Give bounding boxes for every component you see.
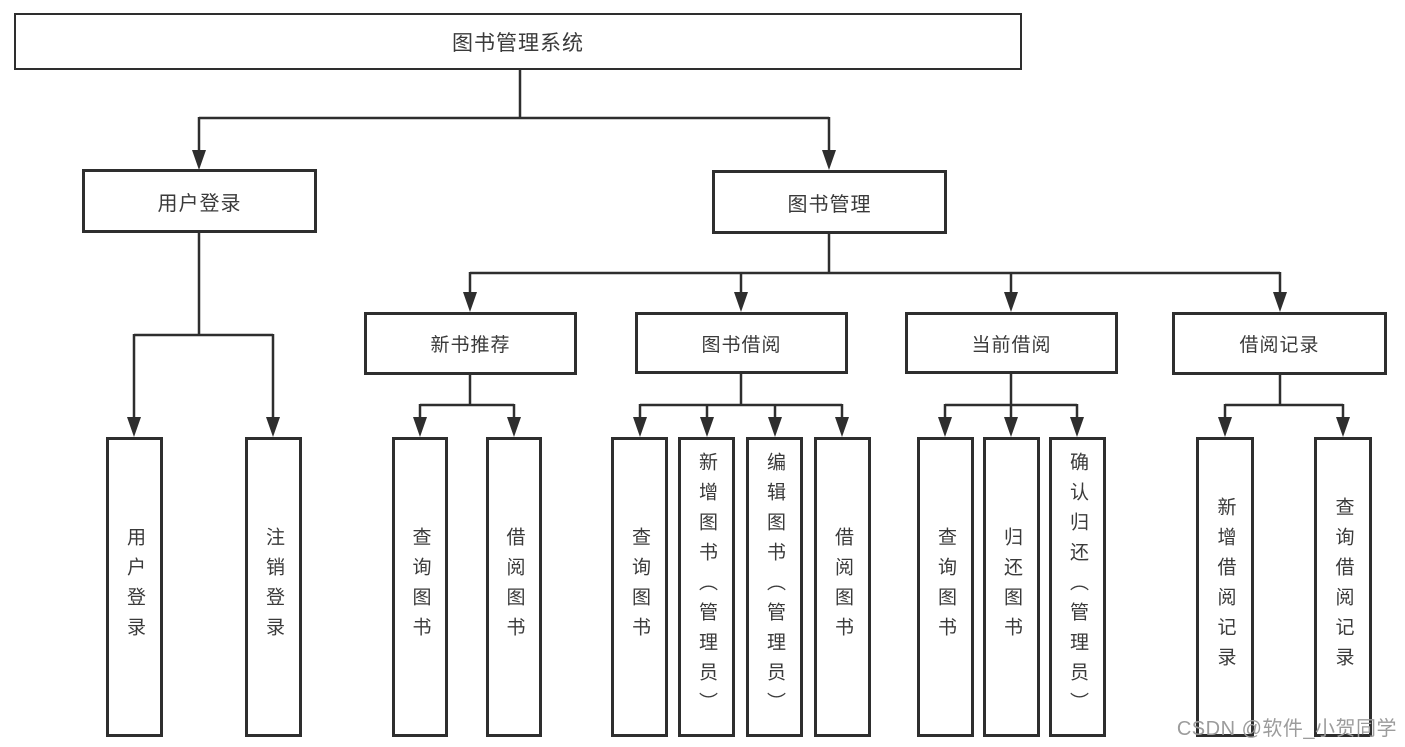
node-root: 图书管理系统 <box>14 13 1022 70</box>
node-root-label: 图书管理系统 <box>452 31 584 55</box>
leaf-confirm-return-admin-label: 确认归还（管理员） <box>1067 452 1088 722</box>
leaf-query-borrow-record-label: 查询借阅记录 <box>1332 497 1354 677</box>
leaf-add-book-admin: 新增图书（管理员） <box>678 437 735 737</box>
leaf-return-book-label: 归还图书 <box>1001 527 1022 647</box>
node-borrow-records: 借阅记录 <box>1172 312 1387 375</box>
leaf-query-books-recommend-label: 查询图书 <box>409 527 431 647</box>
leaf-logout-label: 注销登录 <box>263 527 284 647</box>
leaf-query-books-current: 查询图书 <box>917 437 974 737</box>
leaf-add-book-admin-label: 新增图书（管理员） <box>696 452 717 722</box>
node-book-borrow-label: 图书借阅 <box>701 334 782 356</box>
leaf-user-login: 用户登录 <box>106 437 163 737</box>
node-book-management: 图书管理 <box>712 170 947 234</box>
leaf-query-books-borrow-label: 查询图书 <box>629 527 650 647</box>
leaf-borrow-books-recommend-label: 借阅图书 <box>503 527 525 647</box>
leaf-query-borrow-record: 查询借阅记录 <box>1314 437 1372 737</box>
node-new-book-recommend: 新书推荐 <box>364 312 577 375</box>
node-current-borrow: 当前借阅 <box>905 312 1118 374</box>
leaf-edit-book-admin-label: 编辑图书（管理员） <box>764 452 785 722</box>
node-borrow-records-label: 借阅记录 <box>1239 335 1320 356</box>
leaf-query-books-borrow: 查询图书 <box>611 437 668 737</box>
leaf-add-borrow-record-label: 新增借阅记录 <box>1214 497 1236 677</box>
leaf-query-books-recommend: 查询图书 <box>392 437 448 737</box>
leaf-query-books-current-label: 查询图书 <box>935 527 956 647</box>
leaf-add-borrow-record: 新增借阅记录 <box>1196 437 1254 737</box>
leaf-edit-book-admin: 编辑图书（管理员） <box>746 437 803 737</box>
leaf-borrow-books-recommend: 借阅图书 <box>486 437 542 737</box>
node-current-borrow-label: 当前借阅 <box>971 334 1052 356</box>
leaf-logout: 注销登录 <box>245 437 302 737</box>
node-book-borrow: 图书借阅 <box>635 312 848 374</box>
node-user-login-label: 用户登录 <box>157 192 242 215</box>
leaf-return-book: 归还图书 <box>983 437 1040 737</box>
node-user-login: 用户登录 <box>82 169 317 233</box>
leaf-borrow-books: 借阅图书 <box>814 437 871 737</box>
leaf-borrow-books-label: 借阅图书 <box>832 527 853 647</box>
leaf-user-login-label: 用户登录 <box>124 527 145 647</box>
node-new-book-recommend-label: 新书推荐 <box>430 335 511 356</box>
leaf-confirm-return-admin: 确认归还（管理员） <box>1049 437 1106 737</box>
csdn-watermark: CSDN @软件_小贺同学 <box>1176 718 1397 740</box>
node-book-management-label: 图书管理 <box>787 193 872 216</box>
